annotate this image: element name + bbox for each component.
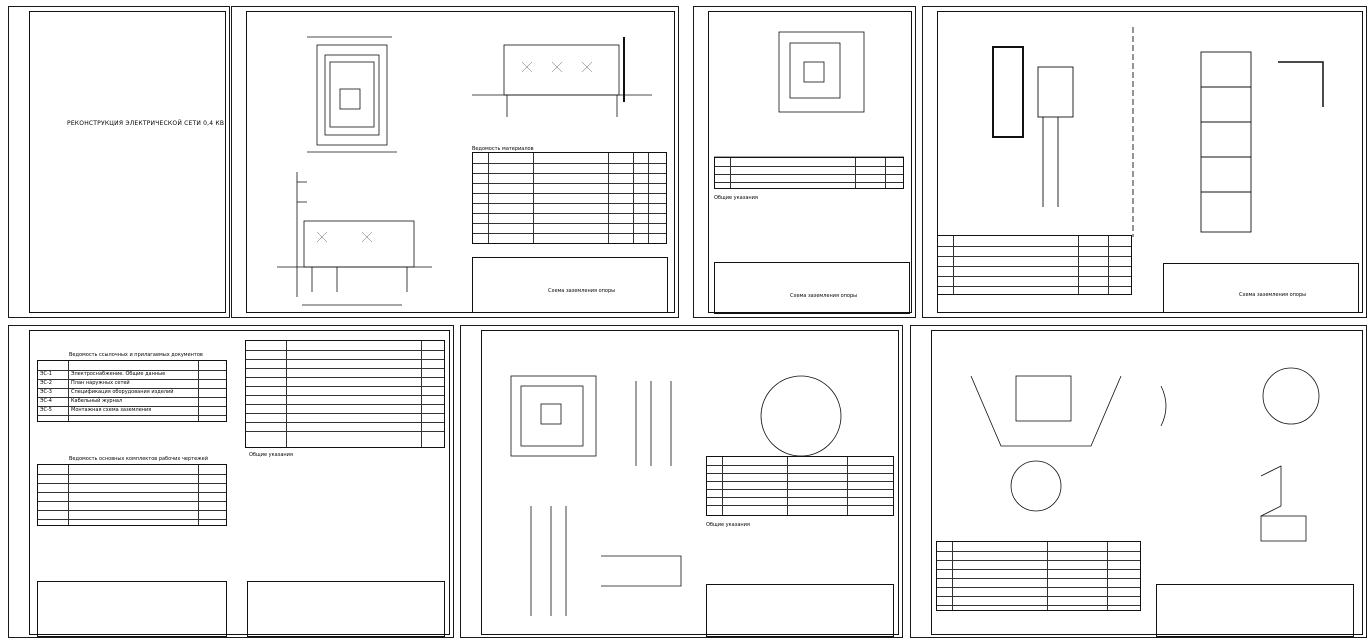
title-block-text: Схема заземления опоры <box>1239 292 1307 298</box>
drawing-canvas <box>970 367 1320 542</box>
sheet-frame <box>481 330 899 635</box>
title-block: Схема заземления опоры <box>1163 263 1359 313</box>
sheet-frame <box>708 11 912 313</box>
sheet-general-data[interactable]: Ведомость ссылочных и прилагаемых докуме… <box>8 325 454 638</box>
sheet-cover[interactable]: РЕКОНСТРУКЦИЯ ЭЛЕКТРИЧЕСКОЙ СЕТИ 0,4 КВ <box>8 6 230 318</box>
title-block-text: Схема заземления опоры <box>790 293 858 299</box>
title-block: Схема заземления опоры <box>472 257 668 313</box>
general-notes-title: Общие указания <box>706 522 750 528</box>
spec-table <box>936 541 1141 611</box>
drawing-canvas <box>510 375 842 616</box>
sheet-frame <box>931 330 1363 635</box>
drawings-table <box>37 464 227 526</box>
sheet-sections[interactable] <box>910 325 1367 638</box>
title-block <box>37 581 227 637</box>
notes-table <box>245 340 445 448</box>
sheet-section-drawing[interactable]: Ведомость материалов Схема заземления оп… <box>231 6 679 318</box>
sheet-frame <box>29 11 226 313</box>
references-table: ЭС-1 Электроснабжение. Общие данные ЭС-2… <box>37 360 227 422</box>
spec-table <box>706 456 894 516</box>
spec-title: Ведомость материалов <box>472 146 534 152</box>
general-notes-title: Общие указания <box>714 195 758 201</box>
sheet-grounding-nodes[interactable]: Общие указания <box>460 325 903 638</box>
sheet-frame <box>246 11 675 313</box>
title-block <box>1156 584 1354 637</box>
spec-table <box>472 152 667 244</box>
sheet-frame <box>29 330 450 635</box>
title-block-2 <box>247 581 445 637</box>
title-block <box>706 584 894 637</box>
spec-table <box>714 157 904 189</box>
drawing-canvas <box>992 27 1324 237</box>
cover-title: РЕКОНСТРУКЦИЯ ЭЛЕКТРИЧЕСКОЙ СЕТИ 0,4 КВ <box>67 120 225 127</box>
sheet-frame <box>937 11 1363 313</box>
sheet-connection-scheme[interactable]: Схема заземления опоры <box>922 6 1367 318</box>
title-block-text: Схема заземления опоры <box>548 288 616 294</box>
drawing-canvas <box>277 36 652 306</box>
spec-table <box>937 235 1132 295</box>
title-block: Схема заземления опоры <box>714 262 910 314</box>
general-notes-title: Общие указания <box>249 452 293 458</box>
table2-title: Ведомость основных комплектов рабочих че… <box>69 456 208 462</box>
sheet-plan[interactable]: Общие указания Схема заземления опоры <box>693 6 916 318</box>
table-title: Ведомость ссылочных и прилагаемых докуме… <box>69 352 203 358</box>
